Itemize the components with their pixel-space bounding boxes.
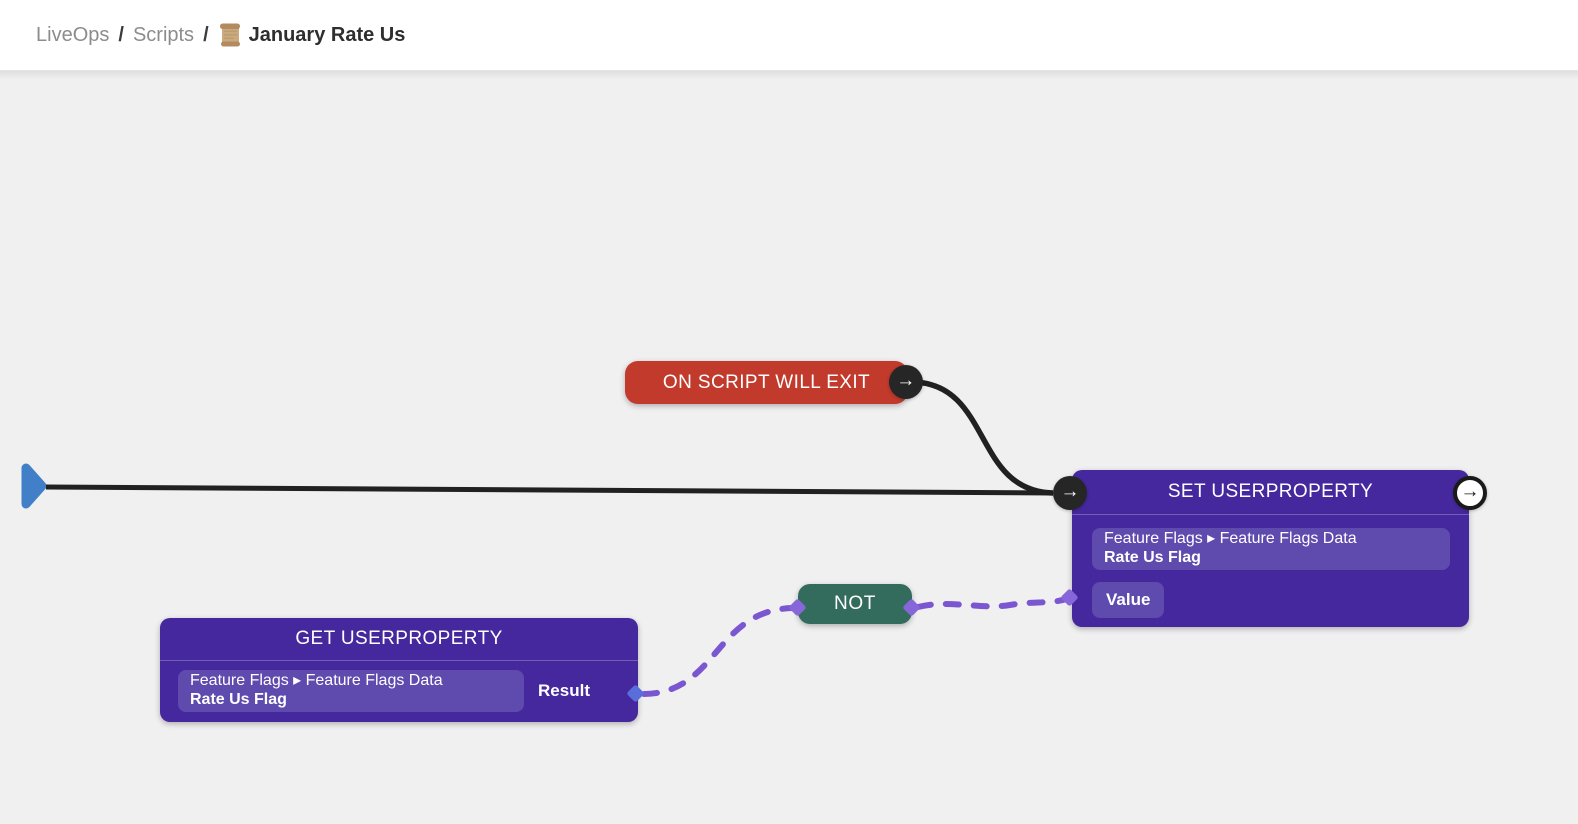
scroll-icon: [219, 23, 240, 47]
top-bar: LiveOps / Scripts / January Rate Us: [0, 0, 1578, 71]
node-title: GET USERPROPERTY: [160, 618, 638, 661]
node-set-userproperty[interactable]: SET USERPROPERTY Feature Flags ▸ Feature…: [1053, 470, 1487, 627]
wire-exit-to-set[interactable]: [913, 379, 1054, 496]
exec-out-port[interactable]: →: [1453, 476, 1487, 510]
node-on-script-will-exit[interactable]: ON SCRIPT WILL EXIT →: [625, 361, 923, 404]
property-path: Feature Flags ▸ Feature Flags Data: [190, 671, 443, 689]
property-name: Rate Us Flag: [1104, 549, 1201, 566]
exec-in-port[interactable]: →: [1053, 476, 1087, 510]
node-get-userproperty[interactable]: GET USERPROPERTY Feature Flags ▸ Feature…: [160, 618, 645, 722]
arrow-right-icon: →: [896, 370, 916, 391]
node-title: SET USERPROPERTY: [1072, 470, 1469, 515]
breadcrumb-separator: /: [118, 23, 124, 46]
node-title: ON SCRIPT WILL EXIT: [662, 371, 871, 393]
wire-entry-to-set[interactable]: [45, 484, 1054, 496]
breadcrumb-link-scripts[interactable]: Scripts: [132, 23, 195, 46]
node-not[interactable]: NOT: [788, 584, 921, 624]
property-name: Rate Us Flag: [190, 690, 287, 708]
value-input-chip[interactable]: Value: [1092, 582, 1165, 618]
wire-not-to-value[interactable]: [915, 596, 1069, 610]
property-selector[interactable]: Feature Flags ▸ Feature Flags Data Rate …: [1092, 528, 1450, 570]
script-entry-marker[interactable]: [21, 463, 47, 509]
breadcrumb-link-liveops[interactable]: LiveOps: [36, 23, 110, 46]
script-canvas[interactable]: ON SCRIPT WILL EXIT → SET USERPROPERTY F…: [0, 71, 1578, 823]
property-path: Feature Flags ▸ Feature Flags Data: [1104, 530, 1357, 547]
breadcrumb-current-page: January Rate Us: [218, 22, 406, 48]
wire-layer: [21, 379, 1069, 697]
property-selector[interactable]: Feature Flags ▸ Feature Flags Data Rate …: [178, 669, 524, 712]
wire-result-to-not[interactable]: [641, 605, 795, 697]
arrow-right-icon: →: [1460, 481, 1480, 502]
exec-out-port[interactable]: →: [889, 365, 923, 399]
arrow-right-icon: →: [1060, 481, 1080, 502]
result-port-label: Result: [538, 680, 590, 700]
breadcrumb-separator: /: [203, 23, 209, 46]
breadcrumb: LiveOps / Scripts / January Rate Us: [36, 22, 405, 48]
page-title: January Rate Us: [248, 23, 406, 46]
node-title: NOT: [834, 593, 876, 614]
